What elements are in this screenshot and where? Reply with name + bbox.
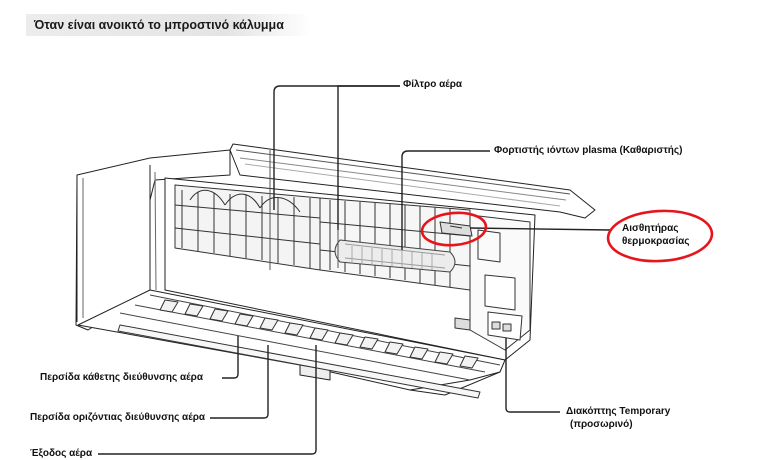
leader-air-filter-2 bbox=[337, 85, 400, 230]
temp-sensor-label-highlight-circle bbox=[606, 209, 714, 263]
label-temporary-switch-line2: (προσωρινό) bbox=[570, 419, 633, 430]
vertical-louver-slats bbox=[159, 299, 479, 369]
air-outlet-panel bbox=[77, 289, 506, 396]
label-plasma-ionizer: Φορτιστής ιόντων plasma (Καθαριστής) bbox=[494, 145, 683, 156]
plasma-ionizer-tube bbox=[334, 239, 456, 273]
label-vertical-louver: Περσίδα κάθετης διεύθυνσης αέρα bbox=[40, 372, 203, 383]
label-temp-sensor-line1: Αισθητήρας bbox=[622, 223, 679, 234]
horizontal-louver-bar bbox=[117, 324, 481, 399]
label-air-outlet: Έξοδος αέρα bbox=[30, 448, 93, 459]
left-filter-grid bbox=[174, 184, 321, 271]
label-temp-sensor-line2: θερμοκρασίας bbox=[622, 236, 690, 247]
leader-vertical-louver bbox=[222, 336, 239, 379]
leader-horizontal-louver bbox=[210, 345, 269, 419]
red-highlights bbox=[420, 209, 714, 263]
leader-air-outlet bbox=[98, 345, 317, 455]
label-horizontal-louver: Περσίδα οριζόντιας διεύθυνσης αέρα bbox=[30, 412, 206, 423]
page-title: Όταν είναι ανοικτό το μπροστινό κάλυμμα bbox=[34, 18, 284, 32]
temperature-sensor-element bbox=[439, 221, 473, 237]
leader-temporary-switch bbox=[505, 338, 560, 413]
temp-sensor-highlight-circle bbox=[420, 211, 488, 247]
leader-air-filter bbox=[273, 85, 400, 210]
title-banner bbox=[26, 14, 312, 36]
leader-lines bbox=[98, 85, 611, 455]
leader-plasma bbox=[401, 150, 490, 250]
label-temporary-switch-line1: Διακόπτης Temporary bbox=[566, 406, 671, 417]
leader-temp-sensor bbox=[469, 227, 611, 231]
unit-top-housing bbox=[229, 143, 596, 219]
label-air-filter: Φίλτρο αέρα bbox=[403, 79, 463, 90]
unit-left-shell bbox=[75, 149, 231, 331]
control-box bbox=[454, 214, 531, 351]
